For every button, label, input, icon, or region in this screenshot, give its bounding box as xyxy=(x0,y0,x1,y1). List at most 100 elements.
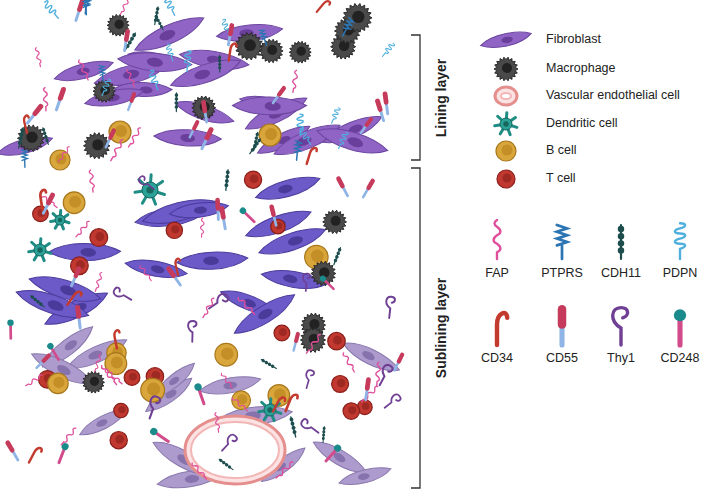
cdh11-bead xyxy=(226,170,230,174)
cd248-head xyxy=(46,342,55,351)
cdh11-bead xyxy=(159,24,163,28)
t-cell-nucleus xyxy=(118,406,125,413)
legend-text: T cell xyxy=(546,171,576,185)
fap-symbol xyxy=(291,70,298,93)
cdh11-bead xyxy=(289,417,294,422)
fibroblast-cell xyxy=(153,126,222,150)
cd55-head xyxy=(378,101,381,109)
marker-FAP xyxy=(305,333,322,354)
legend-text: B cell xyxy=(546,143,577,157)
marker-CD55 xyxy=(71,269,79,286)
ptprs-symbol xyxy=(294,141,302,161)
marker-CDH11 xyxy=(224,170,230,191)
fap-symbol xyxy=(75,220,91,238)
b-cell-nucleus xyxy=(115,125,127,137)
legend-text: Dendritic cell xyxy=(546,116,618,130)
b-cell xyxy=(259,124,281,146)
t-cell-nucleus xyxy=(171,225,179,233)
cdh11-bead xyxy=(618,233,624,239)
cd55-stem xyxy=(217,210,220,219)
marker-Thy1 xyxy=(385,296,396,318)
cd248-stem xyxy=(245,213,254,222)
t-cell-nucleus xyxy=(503,174,512,183)
marker-label: PDPN xyxy=(648,266,708,280)
cd55-head xyxy=(369,181,373,188)
cdh11-bead xyxy=(336,251,341,256)
vessel-wall xyxy=(185,416,285,484)
cd55-head xyxy=(385,94,386,103)
macrophage-cell xyxy=(192,96,216,120)
cd55-stem xyxy=(274,217,276,226)
marker-PDPN xyxy=(100,78,111,96)
fap-symbol xyxy=(60,427,77,446)
lining-bracket xyxy=(411,35,420,160)
marker-CD248 xyxy=(238,206,256,224)
cdh11-bead xyxy=(175,93,179,97)
thy1-symbol xyxy=(300,418,321,436)
ptprs-symbol xyxy=(340,18,354,38)
fibroblast-body xyxy=(173,94,236,131)
fibroblast-nucleus xyxy=(357,472,370,480)
cdh11-bead xyxy=(225,174,229,178)
cdh11-bead xyxy=(218,66,221,69)
fibroblast-cell xyxy=(243,207,314,242)
cd55-head xyxy=(207,130,211,138)
fap-symbol xyxy=(77,59,89,81)
cdh11-bead xyxy=(261,358,266,363)
t-cell xyxy=(114,403,128,417)
fibroblast-nucleus xyxy=(184,474,199,483)
cd55-stem xyxy=(559,328,564,345)
ptprs-symbol xyxy=(99,65,105,82)
marker-FAP xyxy=(375,362,381,386)
dendritic-nucleus xyxy=(58,218,63,223)
t-cell xyxy=(274,325,290,341)
b-cell-nucleus xyxy=(53,377,64,388)
t-cell-nucleus xyxy=(95,232,104,241)
cd55-head xyxy=(222,209,223,218)
marker-Thy1 xyxy=(302,273,310,291)
t-cell xyxy=(332,375,349,392)
t-cell-nucleus xyxy=(333,336,342,345)
cd34-symbol xyxy=(174,258,183,275)
cd55-stem xyxy=(361,126,366,133)
pdpn-symbol xyxy=(297,114,303,135)
cdh11-bead xyxy=(175,105,179,109)
fap-symbol xyxy=(57,146,71,163)
pdpn-symbol xyxy=(329,107,340,124)
marker-PTPRS xyxy=(557,225,567,259)
marker-FAP xyxy=(214,413,220,433)
cd55-stem xyxy=(79,318,80,328)
fibroblast-nucleus xyxy=(158,28,177,43)
marker-CD34 xyxy=(29,446,43,465)
cdh11-bead xyxy=(322,437,325,440)
marker-CD248 xyxy=(674,309,686,345)
fap-symbol xyxy=(93,354,102,373)
t-cell xyxy=(343,403,360,420)
marker-FAP xyxy=(342,352,356,373)
cd248-head xyxy=(319,274,328,283)
cd55-stem xyxy=(394,363,398,371)
marker-FAP xyxy=(291,70,298,93)
fibroblast-body xyxy=(177,252,248,270)
t-cell-nucleus xyxy=(337,379,345,387)
cd55-stem xyxy=(273,96,278,103)
thy1-symbol xyxy=(219,433,238,453)
fibroblast-nucleus xyxy=(277,184,293,195)
marker-CD55 xyxy=(217,200,219,219)
thy1-symbol xyxy=(145,395,161,420)
cdh11-bead xyxy=(337,247,342,252)
fibroblast-body xyxy=(83,86,144,108)
marker-label: CD34 xyxy=(465,351,529,365)
cd55-stem xyxy=(128,102,131,110)
pdpn-symbol xyxy=(165,44,175,62)
cd55-head xyxy=(194,122,197,129)
cdh11-bead xyxy=(155,11,159,15)
marker-label: PTPRS xyxy=(530,266,594,280)
fibroblast-nucleus xyxy=(193,68,211,81)
pdpn-symbol xyxy=(184,51,191,72)
fibroblast-body xyxy=(169,201,229,219)
t-cell xyxy=(124,370,140,386)
marker-label: CD55 xyxy=(530,351,594,365)
marker-PTPRS xyxy=(99,65,105,82)
